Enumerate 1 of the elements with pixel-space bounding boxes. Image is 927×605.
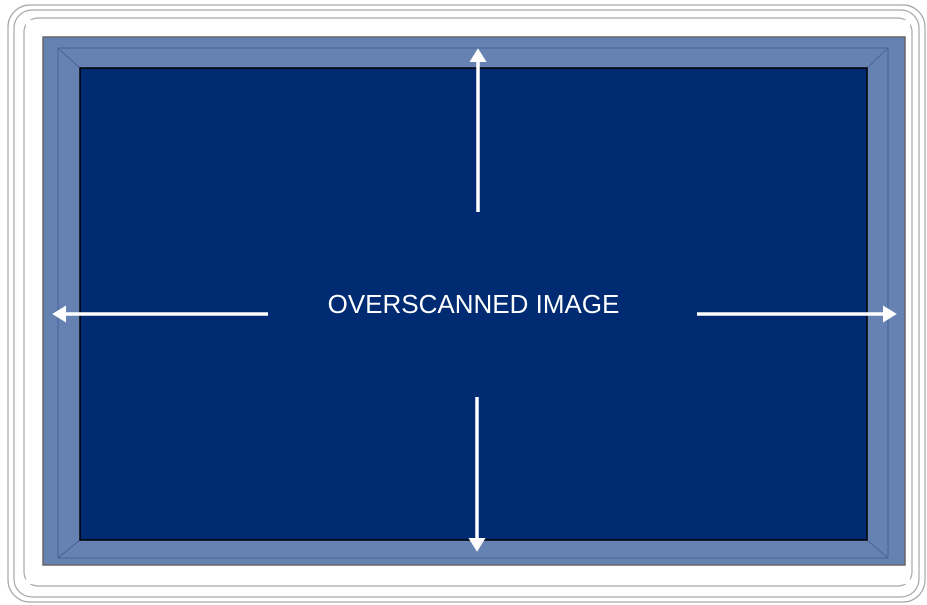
screen-area: OVERSCANNED IMAGE [79, 67, 868, 541]
